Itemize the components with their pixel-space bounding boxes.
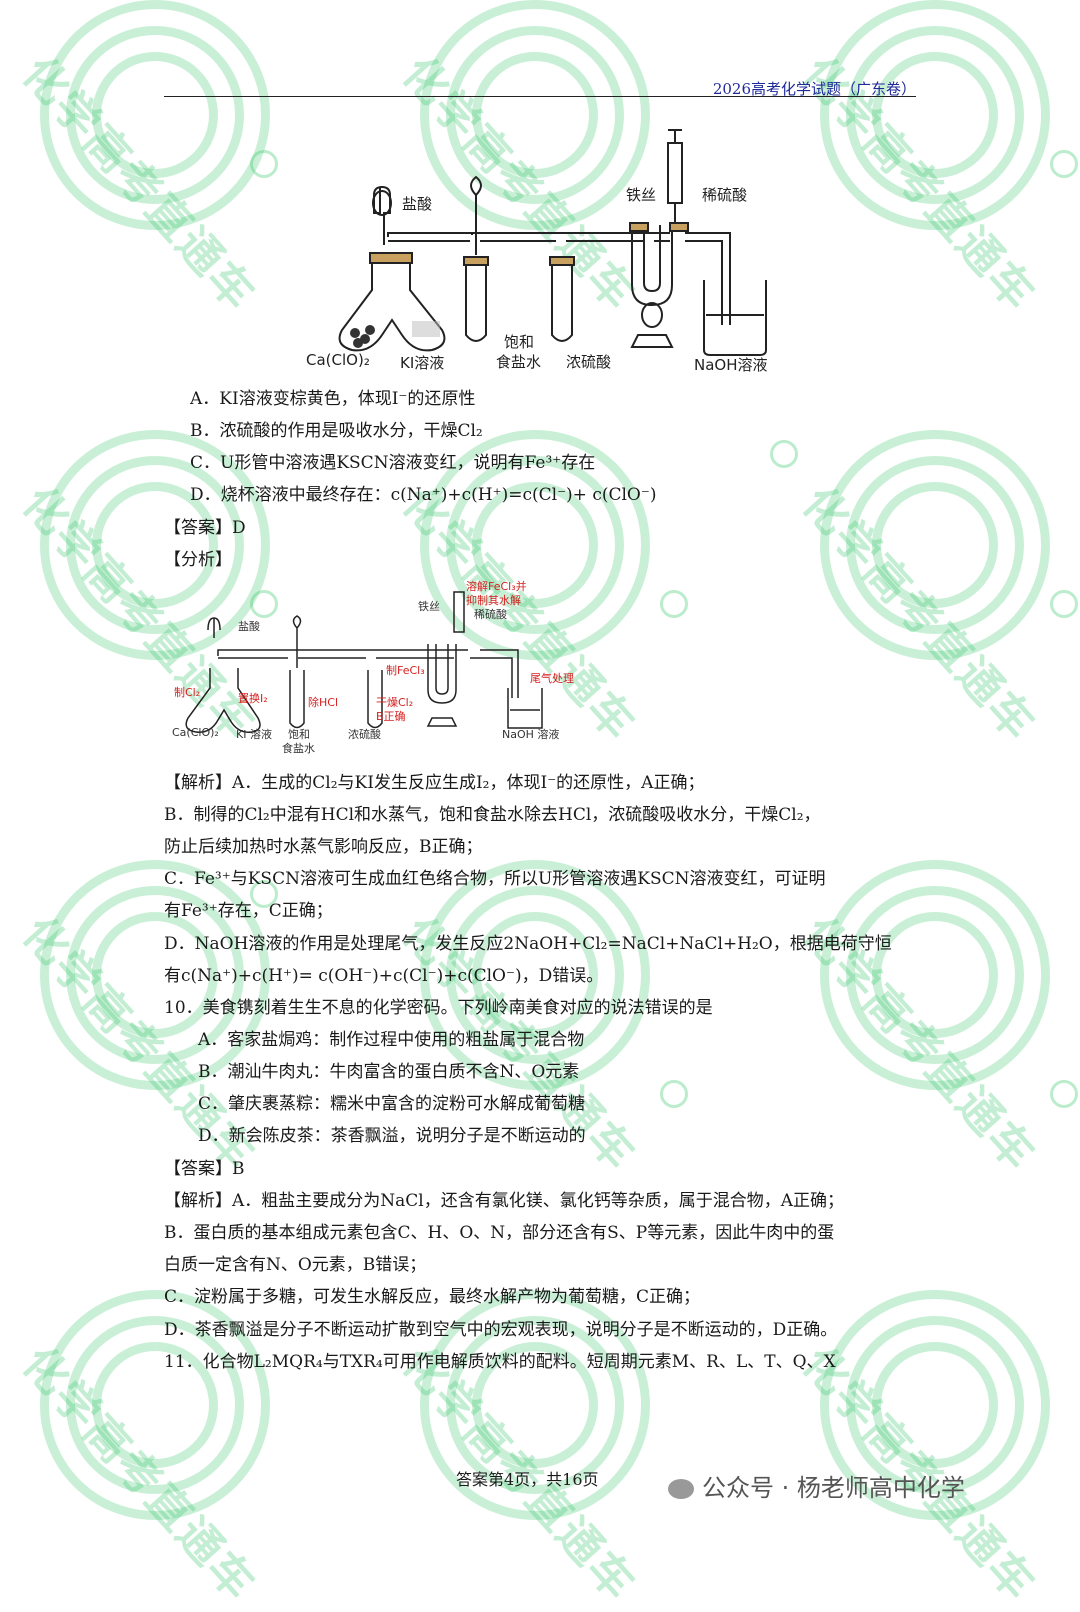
q10-explanation-3: 白质一定含有N、O元素，B错误； xyxy=(164,1255,427,1275)
q9-explanation-7: 有c(Na⁺)+c(H⁺)= c(OH⁻)+c(Cl⁻)+c(ClO⁻)，D错误… xyxy=(164,966,604,986)
q9-option-d: D．烧杯溶液中最终存在：c(Na⁺)+c(H⁺)=c(Cl⁻)+ c(ClO⁻) xyxy=(190,485,657,505)
q9-explanation-6: D．NaOH溶液的作用是处理尾气，发生反应2NaOH+Cl₂=NaCl+NaCl… xyxy=(164,934,892,954)
watermark-text: 化学高考直通车 xyxy=(11,47,266,321)
q10-option-d: D．新会陈皮茶：茶香飘溢，说明分子是不断运动的 xyxy=(198,1126,586,1146)
watermark-dot xyxy=(1050,150,1078,178)
watermark-dot xyxy=(1050,590,1078,618)
watermark-stamp: 化学高考直通车 xyxy=(12,0,270,321)
q9-explanation-5: 有Fe³⁺存在，C正确； xyxy=(164,901,333,921)
q9-explanation-1: 【解析】A．生成的Cl₂与KI发生反应生成I₂，体现I⁻的还原性，A正确； xyxy=(164,773,705,793)
label-naoh-solution: NaOH溶液 xyxy=(694,356,768,374)
fig2-label-brine: 食盐水 xyxy=(282,741,315,755)
q10-answer: 【答案】B xyxy=(164,1159,245,1179)
fig2-label-make-fecl3: 制FeCl₃ xyxy=(386,664,425,677)
q10-option-b: B．潮汕牛肉丸：牛肉富含的蛋白质不含N、O元素 xyxy=(198,1062,580,1082)
watermark-dot xyxy=(250,880,278,908)
label-conc-sulfuric-acid: 浓硫酸 xyxy=(566,353,611,371)
q10-option-a: A．客家盐焗鸡：制作过程中使用的粗盐属于混合物 xyxy=(198,1030,585,1050)
q11-stem: 11．化合物L₂MQR₄与TXR₄可用作电解质饮料的配料。短周期元素M、R、L、… xyxy=(164,1352,836,1372)
fig2-label-displace-i2: 置换I₂ xyxy=(238,691,268,705)
fig2-label-tail-gas: 尾气处理 xyxy=(530,671,574,685)
q10-explanation-4: C．淀粉属于多糖，可发生水解反应，最终水解产物为葡萄糖，C正确； xyxy=(164,1287,701,1307)
watermark-dot xyxy=(660,590,688,618)
fig2-label-calcium-hypochlorite: Ca(ClO)₂ xyxy=(172,726,219,739)
q9-explanation-4: C．Fe³⁺与KSCN溶液可生成血红色络合物，所以U形管溶液遇KSCN溶液变红，… xyxy=(164,869,826,889)
fig2-label-iron-wire: 铁丝 xyxy=(418,600,440,613)
label-calcium-hypochlorite: Ca(ClO)₂ xyxy=(306,351,370,369)
watermark-dot xyxy=(660,1080,688,1108)
q9-analysis-title: 【分析】 xyxy=(164,550,232,570)
wechat-account-text: 公众号 · 杨老师高中化学 xyxy=(702,1474,965,1502)
watermark-stamp: 化学高考直通车 xyxy=(792,430,1050,751)
label-iron-wire: 铁丝 xyxy=(626,186,656,204)
q10-explanation-5: D．茶香飘溢是分子不断运动扩散到空气中的宏观表现，说明分子是不断运动的，D正确。 xyxy=(164,1320,838,1340)
watermark-dot xyxy=(1050,1080,1078,1108)
q9-answer: 【答案】D xyxy=(164,518,246,538)
fig2-label-naoh-solution: NaOH 溶液 xyxy=(502,727,559,741)
watermark-stamp: 化学高考直通车 xyxy=(792,0,1050,321)
watermark-dot xyxy=(770,440,798,468)
fig2-label-make-cl2: 制Cl₂ xyxy=(174,686,200,699)
q9-option-a: A．KI溶液变棕黄色，体现I⁻的还原性 xyxy=(190,389,476,409)
page-number: 答案第4页，共16页 xyxy=(456,1470,599,1489)
fig2-label-dilute-sulfuric-acid: 稀硫酸 xyxy=(474,607,507,621)
apparatus-figure-2: 盐酸 铁丝 溶解FeCl₃并 抑制其水解 稀硫酸 制Cl₂ 置换I₂ 除HCl … xyxy=(172,579,574,755)
watermark-stamp: 化学高考直通车 xyxy=(792,860,1050,1181)
apparatus-figure-1: 盐酸 铁丝 稀硫酸 Ca(ClO)₂ KI溶液 饱和 食盐水 浓硫酸 NaOH溶… xyxy=(306,129,768,374)
label-hydrochloric-acid: 盐酸 xyxy=(402,195,432,213)
q10-explanation-1: 【解析】A．粗盐主要成分为NaCl，还含有氯化镁、氯化钙等杂质，属于混合物，A正… xyxy=(164,1191,845,1211)
q10-explanation-2: B．蛋白质的基本组成元素包含C、H、O、N，部分还含有S、P等元素，因此牛肉中的… xyxy=(164,1223,835,1243)
q9-option-c: C．U形管中溶液遇KSCN溶液变红，说明有Fe³⁺存在 xyxy=(190,453,596,473)
q10-stem: 10．美食镌刻着生生不息的化学密码。下列岭南美食对应的说法错误的是 xyxy=(164,998,713,1018)
fig2-label-suppress-hydrolysis: 抑制其水解 xyxy=(466,593,521,607)
page-header-title: 2026高考化学试题（广东卷） xyxy=(712,80,916,98)
fig2-label-conc-sulfuric-acid: 浓硫酸 xyxy=(348,727,381,741)
watermark-text: 化学高考直通车 xyxy=(791,477,1046,751)
q9-option-b: B．浓硫酸的作用是吸收水分，干燥Cl₂ xyxy=(190,421,483,441)
q9-explanation-3: 防止后续加热时水蒸气影响反应，B正确； xyxy=(164,837,483,857)
fig2-label-dissolve-fecl3: 溶解FeCl₃并 xyxy=(466,579,527,593)
wechat-account-label: 公众号 · 杨老师高中化学 xyxy=(668,1468,965,1503)
fig2-label-b-correct: B正确 xyxy=(376,710,406,723)
fig2-label-hydrochloric-acid: 盐酸 xyxy=(238,619,260,633)
watermark-text: 化学高考直通车 xyxy=(11,1337,266,1611)
watermark-dot xyxy=(250,150,278,178)
label-saturated: 饱和 xyxy=(504,333,534,351)
label-ki-solution: KI溶液 xyxy=(400,354,444,372)
label-brine: 食盐水 xyxy=(496,353,541,371)
q10-option-c: C．肇庆裹蒸粽：糯米中富含的淀粉可水解成葡萄糖 xyxy=(198,1094,586,1114)
fig2-label-ki-solution: KI 溶液 xyxy=(236,727,272,741)
fig2-label-saturated: 饱和 xyxy=(288,727,310,741)
q9-explanation-2: B．制得的Cl₂中混有HCl和水蒸气，饱和食盐水除去HCl，浓硫酸吸收水分，干燥… xyxy=(164,805,821,825)
wechat-icon xyxy=(668,1479,694,1499)
fig2-label-dry-cl2: 干燥Cl₂ xyxy=(376,696,413,709)
header-rule xyxy=(164,96,916,97)
fig2-label-remove-hcl: 除HCl xyxy=(308,695,338,709)
watermark-dot xyxy=(250,590,278,618)
label-dilute-sulfuric-acid: 稀硫酸 xyxy=(702,186,747,204)
